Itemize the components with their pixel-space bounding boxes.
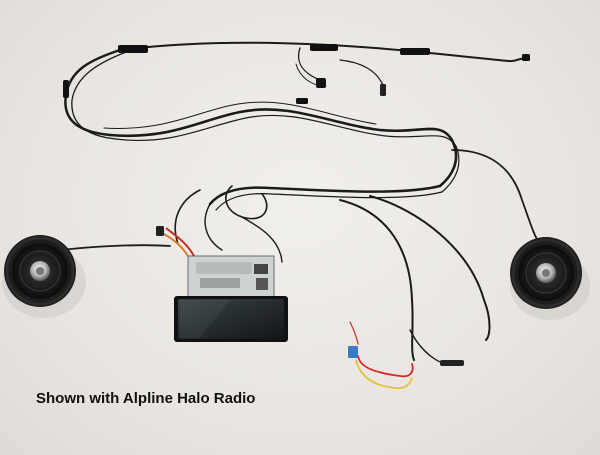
speaker-right xyxy=(510,237,590,320)
speaker-left xyxy=(2,235,86,318)
head-unit-radio xyxy=(156,226,288,342)
power-wires xyxy=(348,321,414,390)
wiring-harness xyxy=(59,41,541,366)
photo-caption: Shown with Alpline Halo Radio xyxy=(36,390,256,407)
